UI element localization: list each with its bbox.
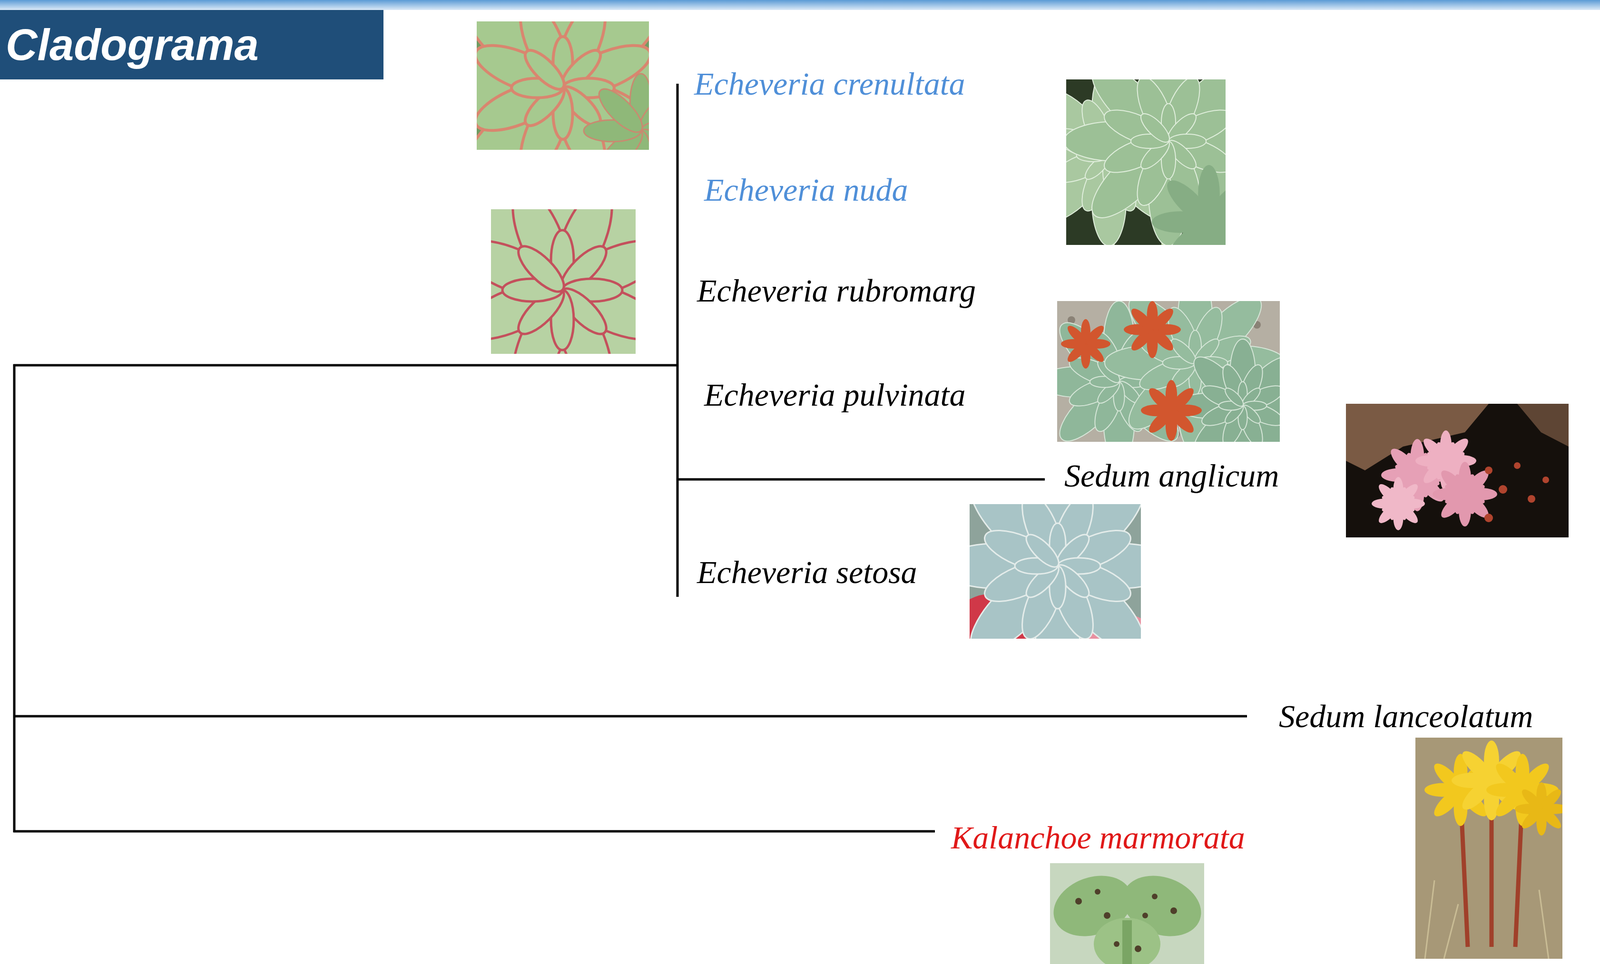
plant-photo bbox=[1415, 737, 1563, 960]
plant-photo bbox=[1142, 912, 1149, 919]
plant-photo bbox=[1484, 462, 1550, 523]
plant-photo bbox=[1432, 461, 1498, 527]
species-label: Echeveria nuda bbox=[704, 172, 909, 208]
plant-photo bbox=[1424, 880, 1435, 960]
species-label: Echeveria rubromarg bbox=[696, 273, 976, 309]
plant-photo bbox=[420, 0, 706, 231]
plant-photo bbox=[1094, 889, 1101, 895]
tree-branches bbox=[13, 830, 935, 834]
plant-photo bbox=[1075, 889, 1178, 953]
plant-photo bbox=[1151, 893, 1158, 900]
plant-photo bbox=[1424, 880, 1549, 960]
plant-photo bbox=[1415, 737, 1569, 960]
plant-photo bbox=[1123, 301, 1181, 359]
plant-photo bbox=[1345, 403, 1569, 538]
plant-photo bbox=[395, 123, 729, 457]
plant-photo bbox=[1176, 339, 1310, 473]
plant-photo bbox=[1371, 477, 1425, 531]
plant-photo bbox=[1443, 904, 1459, 960]
species-label: Sedum anglicum bbox=[1064, 458, 1279, 494]
species-label: Echeveria setosa bbox=[696, 554, 918, 591]
plant-photo bbox=[1517, 403, 1569, 447]
tree-branches bbox=[13, 364, 679, 367]
plant-photo bbox=[1093, 918, 1161, 964]
top-bar bbox=[0, 0, 1600, 10]
plant-photo bbox=[1484, 513, 1493, 523]
plant-photo bbox=[1140, 380, 1202, 442]
plant-photo bbox=[1514, 782, 1569, 836]
species-label: Echeveria crenultata bbox=[694, 66, 966, 102]
plant-photo bbox=[1018, 36, 1274, 280]
plant-photo bbox=[1527, 495, 1536, 503]
plant-photo bbox=[1060, 319, 1111, 369]
plant-photo bbox=[1542, 476, 1550, 484]
tree-branches bbox=[677, 478, 1045, 481]
plant-photo bbox=[1513, 462, 1521, 470]
plant-photo bbox=[1345, 403, 1569, 538]
plant-photo bbox=[1134, 945, 1142, 953]
plant-photo bbox=[1539, 890, 1549, 960]
plant-photo bbox=[420, 0, 706, 231]
plant-photo bbox=[1113, 941, 1120, 948]
plant-photo bbox=[1122, 920, 1132, 964]
species-label: Kalanchoe marmorata bbox=[951, 820, 1246, 856]
species-label: Sedum lanceolatum bbox=[1278, 698, 1533, 735]
tree-branches bbox=[13, 83, 1247, 833]
plant-photo bbox=[1045, 863, 1210, 964]
tree-branches bbox=[676, 83, 679, 598]
plant-photo bbox=[1075, 898, 1082, 905]
plant-photo bbox=[1038, 272, 1310, 473]
plant-photo bbox=[583, 73, 698, 188]
plant-photo bbox=[1151, 165, 1267, 280]
tree-branches bbox=[13, 364, 16, 833]
plant-photo bbox=[395, 123, 729, 457]
diagram-title: Cladograma bbox=[0, 9, 384, 80]
title-banner: Cladograma bbox=[0, 9, 384, 80]
plant-photo bbox=[1498, 485, 1508, 494]
plant-photo bbox=[1484, 466, 1493, 475]
plant-photo bbox=[1170, 907, 1178, 915]
tree-branches bbox=[13, 715, 1247, 718]
species-label: Echeveria pulvinata bbox=[704, 377, 966, 413]
plant-photo bbox=[1103, 912, 1111, 920]
